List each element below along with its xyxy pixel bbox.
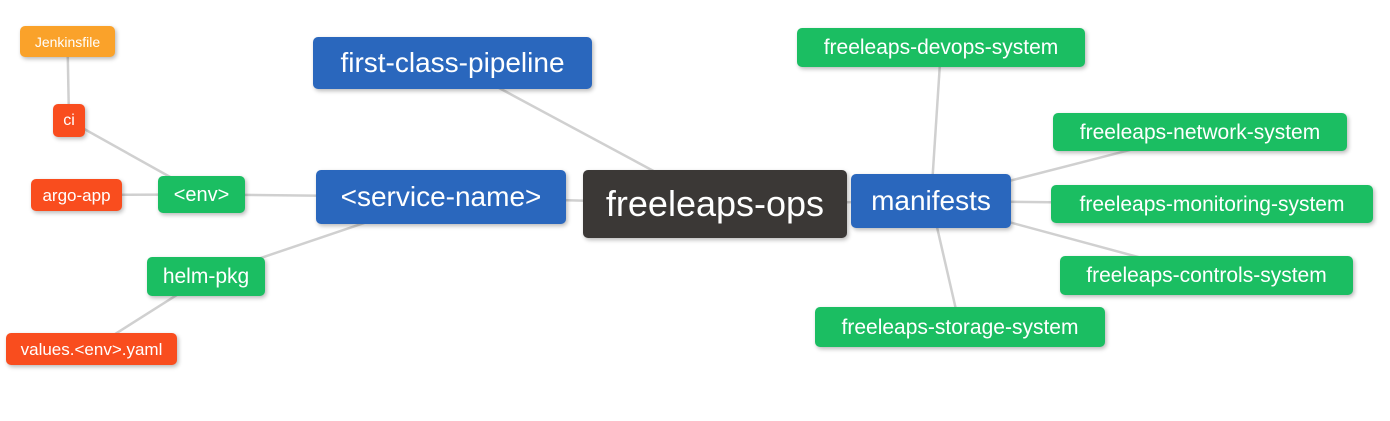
node-label: freeleaps-controls-system [1086,264,1327,287]
node-freeleaps-devops-system[interactable]: freeleaps-devops-system [797,28,1085,67]
node-argo-app[interactable]: argo-app [31,179,122,211]
node-label: freeleaps-ops [605,183,825,224]
node-jenkinsfile[interactable]: Jenkinsfile [20,26,115,57]
node-label: helm-pkg [162,265,250,288]
node-label: freeleaps-monitoring-system [1079,192,1345,216]
node-label: freeleaps-devops-system [823,36,1059,59]
node-label: freeleaps-storage-system [841,315,1079,339]
node-freeleaps-controls-system[interactable]: freeleaps-controls-system [1060,256,1353,295]
node-label: <env> [173,183,230,206]
node-label: manifests [871,185,991,216]
node-label: first-class-pipeline [340,47,565,78]
node-freeleaps-ops[interactable]: freeleaps-ops [583,170,847,238]
node-freeleaps-network-system[interactable]: freeleaps-network-system [1053,113,1347,151]
node-freeleaps-storage-system[interactable]: freeleaps-storage-system [815,307,1105,347]
node-helm-pkg[interactable]: helm-pkg [147,257,265,296]
node-label: argo-app [42,185,111,205]
node-label: freeleaps-network-system [1079,120,1321,144]
node-values-env-yaml[interactable]: values.<env>.yaml [6,333,177,365]
node-label: Jenkinsfile [34,33,101,50]
node-manifests[interactable]: manifests [851,174,1011,228]
node-label: ci [63,111,75,129]
node-ci[interactable]: ci [53,104,85,137]
node-freeleaps-monitoring-system[interactable]: freeleaps-monitoring-system [1051,185,1373,223]
node-label: <service-name> [340,181,542,212]
node-service-name[interactable]: <service-name> [316,170,566,224]
node-env[interactable]: <env> [158,176,245,213]
node-label: values.<env>.yaml [20,339,163,359]
node-first-class-pipeline[interactable]: first-class-pipeline [313,37,592,89]
